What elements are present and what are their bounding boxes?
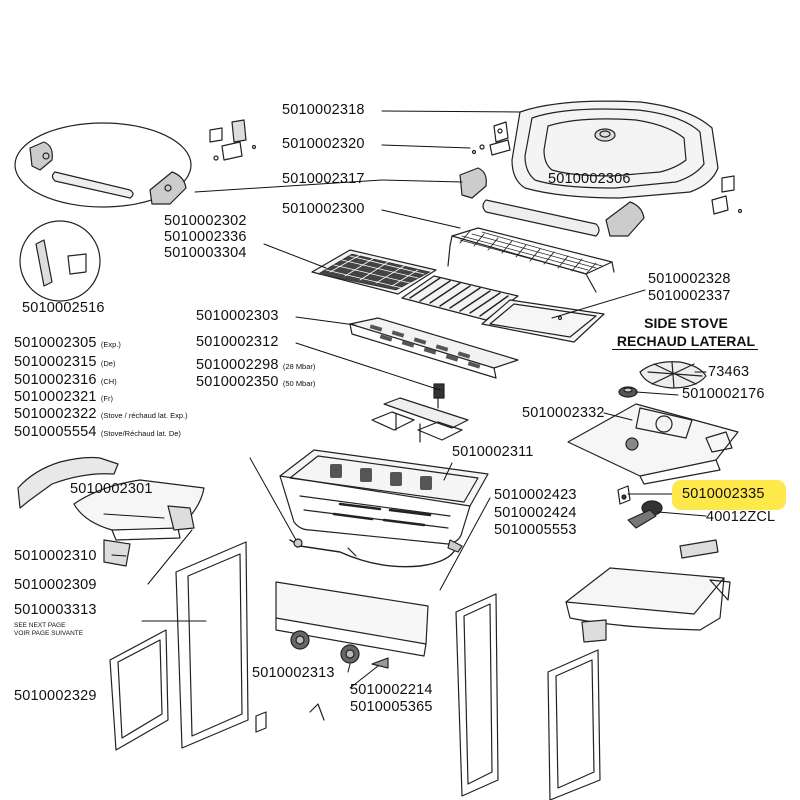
hinge-bracket-detail: [209, 119, 257, 161]
lid-hinge-hardware: [471, 121, 743, 215]
see-next-page-note: SEE NEXT PAGE: [14, 622, 66, 629]
firebox: [279, 449, 489, 545]
part-label: 5010002305 (Exp.): [14, 335, 121, 351]
leader-lines: [103, 110, 707, 689]
part-label: 5010002312: [196, 334, 279, 350]
burner: [371, 383, 469, 443]
part-label: 5010002332: [522, 405, 605, 421]
part-label: 5010002423: [494, 487, 577, 503]
lid-handle: [459, 167, 645, 237]
part-label: 5010002301: [70, 481, 153, 497]
voir-page-suivante-note: VOIR PAGE SUIVANTE: [14, 630, 84, 637]
part-label: 5010002306: [548, 171, 631, 187]
left-side-shelf: [17, 456, 205, 567]
part-label: 5010002298 (28 Mbar): [196, 357, 316, 373]
part-label: 5010005554 (Stove/Réchaud lat. De): [14, 424, 181, 440]
part-label: 5010002309: [14, 577, 97, 593]
part-label: 5010002328: [648, 271, 731, 287]
part-label: 5010002322 (Stove / réchaud lat. Exp.): [14, 406, 188, 422]
lid-assembly: [511, 100, 719, 199]
part-label: 5010003313: [14, 602, 97, 618]
rechaud-lateral-heading: RECHAUD LATERAL: [616, 333, 756, 349]
side-stove-heading: SIDE STOVE: [644, 315, 728, 331]
cooking-grid-left: [311, 249, 437, 295]
part-label: 5010002321 (Fr): [14, 389, 113, 405]
part-label: 5010002337: [648, 288, 731, 304]
part-label: 5010002424: [494, 505, 577, 521]
cart-frame: [109, 541, 601, 800]
part-label: 73463: [708, 364, 750, 380]
part-label: 5010003304: [164, 245, 247, 261]
part-label: 5010002313: [252, 665, 335, 681]
handle-detail-oval: [14, 122, 192, 208]
cooking-grid-right: [401, 275, 519, 321]
part-label: 5010002350 (50 Mbar): [196, 374, 316, 390]
part-label: 5010002315 (De): [14, 354, 116, 370]
flame-tamer: [349, 317, 519, 379]
part-label: 5010002311: [452, 444, 534, 460]
part-label: 5010002329: [14, 688, 97, 704]
part-label: 40012ZCL: [706, 509, 776, 525]
side-stove-assembly: [565, 361, 739, 643]
heading-underline: [612, 349, 758, 350]
part-label: 5010002336: [164, 229, 247, 245]
highlighted-part-label: 5010002335: [682, 486, 765, 502]
part-label: 5010002318: [282, 102, 365, 118]
part-label: 5010002303: [196, 308, 279, 324]
part-label: 5010002316 (CH): [14, 372, 117, 388]
part-label: 5010005365: [350, 699, 433, 715]
warming-rack: [447, 227, 615, 293]
part-label: 5010002310: [14, 548, 97, 564]
part-label: 5010002317: [282, 171, 365, 187]
part-label: 5010002176: [682, 386, 765, 402]
gas-hose: [289, 538, 463, 568]
part-label: 5010005553: [494, 522, 577, 538]
part-label: 5010002302: [164, 213, 247, 229]
griddle-plate: [481, 299, 605, 343]
part-label: 5010002214: [350, 682, 433, 698]
part-label: 5010002300: [282, 201, 365, 217]
highlight-marker: [672, 480, 786, 510]
part-label: 5010002516: [22, 300, 105, 316]
part-label: 5010002320: [282, 136, 365, 152]
bracket-detail-circle: [19, 220, 101, 302]
